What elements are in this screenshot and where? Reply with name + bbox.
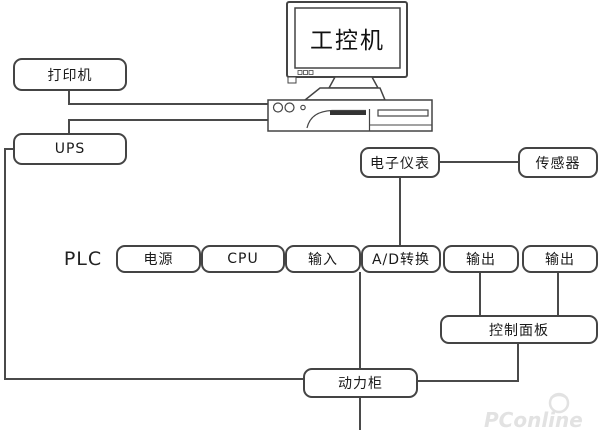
- connector-to-power-cabinet-left: [4, 378, 304, 380]
- pconline-watermark-text: PConline: [484, 408, 583, 430]
- connector-ups-left: [4, 148, 14, 150]
- printer-node: 打印机: [13, 58, 127, 91]
- plc-label: PLC: [63, 248, 103, 270]
- plc-module-adc: A/D转换: [361, 245, 441, 273]
- case-drive-bay: [377, 109, 429, 117]
- connector-output1-to-panel: [479, 272, 481, 315]
- control-panel-node: 控制面板: [440, 315, 598, 344]
- plc-module-cpu: CPU: [201, 245, 285, 273]
- connector-power-cabinet-down: [359, 397, 361, 430]
- connector-printer-down: [68, 91, 70, 105]
- sensor-label: 传感器: [535, 155, 581, 172]
- pconline-watermark: PConline: [482, 392, 600, 430]
- monitor-stand-base: [302, 87, 387, 101]
- pconline-swirl-icon: [548, 392, 570, 414]
- ups-label: UPS: [54, 141, 86, 157]
- connector-ups-up: [68, 119, 70, 135]
- connector-printer-to-case: [68, 103, 268, 105]
- connector-ups-to-case: [68, 119, 268, 121]
- connector-output2-to-panel: [557, 272, 559, 315]
- monitor-button-icon: [297, 70, 303, 75]
- monitor-power-button-icon: [287, 76, 297, 84]
- control-panel-label: 控制面板: [489, 322, 549, 339]
- connector-meter-sensor: [440, 161, 518, 163]
- case-cd-slot: [330, 111, 366, 115]
- monitor-button-icon: [303, 70, 308, 75]
- case-swoosh-line: [306, 109, 366, 129]
- plc-module-input: 输入: [285, 245, 361, 273]
- connector-panel-down: [517, 344, 519, 382]
- plc-module-output-1-label: 输出: [466, 252, 496, 268]
- plc-module-power-label: 电源: [143, 252, 174, 268]
- monitor-button-icon: [308, 70, 314, 75]
- case-button-icon: [284, 102, 295, 113]
- plc-module-cpu-label: CPU: [227, 251, 259, 267]
- connector-plc-to-power-cabinet: [359, 272, 361, 368]
- plc-module-adc-label: A/D转换: [371, 252, 431, 268]
- connector-left-bus: [4, 148, 6, 380]
- sensor-node: 传感器: [518, 147, 598, 178]
- case-button-icon: [272, 102, 284, 113]
- monitor-stand-neck: [327, 76, 380, 89]
- electronic-meter-node: 电子仪表: [360, 147, 440, 178]
- printer-label: 打印机: [47, 67, 93, 84]
- computer-label: 工控机: [310, 28, 385, 54]
- plc-module-output-1: 输出: [443, 245, 519, 273]
- connector-meter-to-adc: [399, 178, 401, 245]
- power-cabinet-label: 动力柜: [338, 376, 383, 392]
- case-led-icon: [300, 104, 306, 111]
- industrial-computer-icon: [267, 1, 433, 132]
- electronic-meter-label: 电子仪表: [370, 155, 430, 172]
- monitor-screen: [294, 7, 401, 69]
- connector-panel-to-power-cabinet: [418, 380, 519, 382]
- plc-module-power: 电源: [116, 245, 201, 273]
- ups-node: UPS: [13, 133, 127, 165]
- power-cabinet-node: 动力柜: [303, 368, 418, 398]
- plc-module-output-2-label: 输出: [545, 252, 575, 268]
- plc-module-output-2: 输出: [522, 245, 598, 273]
- plc-module-input-label: 输入: [308, 252, 338, 268]
